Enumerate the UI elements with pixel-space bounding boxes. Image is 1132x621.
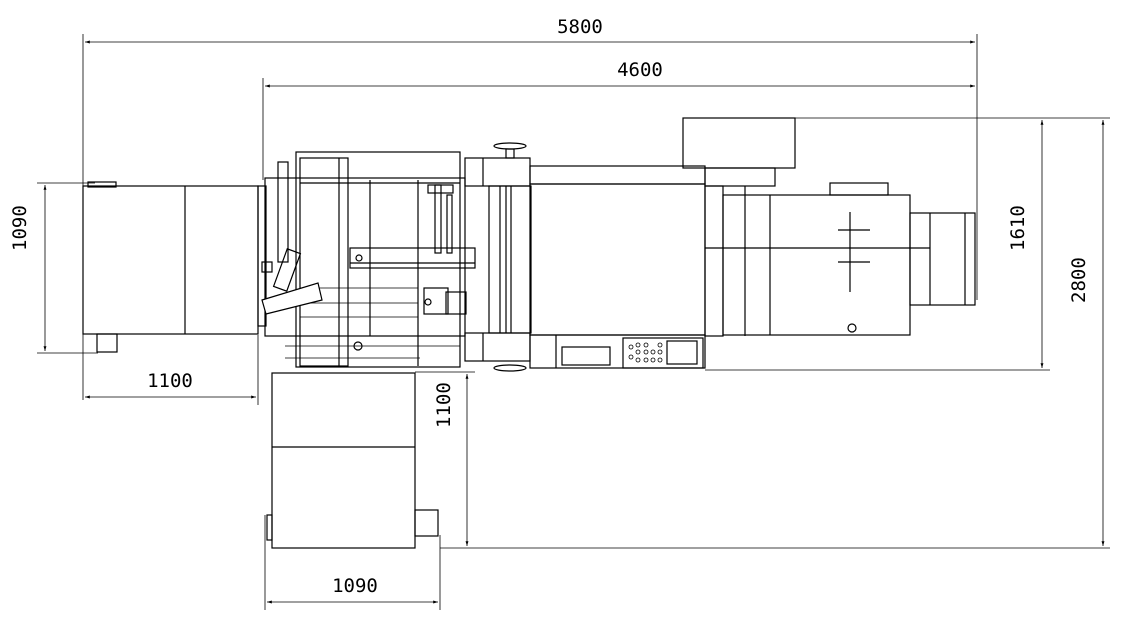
dimension-lower-unit-length: 1100 [415, 371, 475, 546]
dimension-label: 1090 [9, 205, 31, 251]
dimension-label: 1100 [147, 370, 193, 392]
dimension-label: 2800 [1068, 257, 1090, 303]
dimension-lower-unit-width: 1090 [264, 515, 441, 610]
lower-unit [266, 372, 439, 549]
dimension-label: 1090 [332, 575, 378, 597]
dimension-label: 1100 [433, 382, 455, 428]
machine-frame [261, 151, 476, 368]
dimension-machine-width: 1610 [705, 117, 1110, 371]
dimension-label: 4600 [617, 59, 663, 81]
dimension-left-unit-width: 1090 [9, 182, 98, 354]
dimension-label: 5800 [557, 16, 603, 38]
dimension-machine-length: 4600 [262, 59, 975, 180]
dimension-overall-width: 2800 [440, 120, 1110, 549]
dimension-overall-length: 5800 [82, 16, 978, 400]
dimension-label: 1610 [1007, 205, 1029, 251]
left-feeder-unit [82, 181, 267, 353]
control-panel [622, 337, 704, 369]
output-section [704, 182, 976, 337]
conveyor [529, 165, 706, 369]
dimension-left-unit-length: 1100 [85, 335, 259, 405]
upper-housing [682, 117, 796, 187]
display-panel [561, 346, 611, 366]
